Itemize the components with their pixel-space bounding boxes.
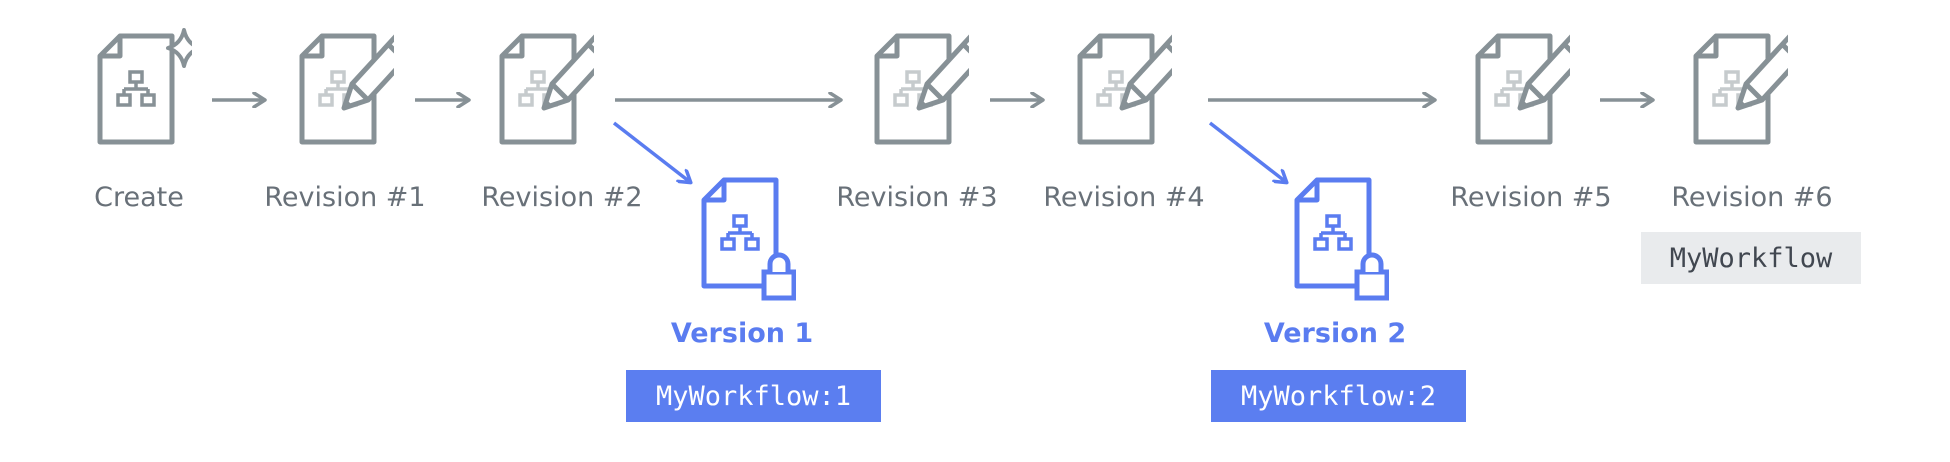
edit-document-icon	[877, 36, 987, 142]
step-label-revision-6: Revision #6	[1671, 182, 1833, 213]
arrow-rev4-to-version2	[1208, 121, 1286, 182]
new-document-sparkle-icon	[100, 28, 192, 142]
version-2-alias-tag: MyWorkflow:2	[1211, 370, 1466, 422]
edit-document-icon	[1478, 36, 1588, 142]
edit-document-icon	[502, 36, 612, 142]
version-1-label: Version 1	[670, 318, 814, 349]
step-label-revision-1: Revision #1	[264, 182, 426, 213]
locked-document-icon	[1297, 180, 1387, 298]
edit-document-icon	[302, 36, 412, 142]
step-label-create: Create	[94, 182, 184, 213]
edit-document-icon	[1080, 36, 1190, 142]
version-2-label: Version 2	[1263, 318, 1407, 349]
arrow-rev2-to-version1	[612, 121, 690, 182]
version-1-alias-tag: MyWorkflow:1	[626, 370, 881, 422]
latest-workflow-tag: MyWorkflow	[1641, 232, 1861, 284]
step-label-revision-4: Revision #4	[1043, 182, 1205, 213]
edit-document-icon	[1696, 36, 1806, 142]
step-label-revision-3: Revision #3	[836, 182, 998, 213]
step-label-revision-5: Revision #5	[1450, 182, 1612, 213]
locked-document-icon	[704, 180, 794, 298]
step-label-revision-2: Revision #2	[481, 182, 643, 213]
